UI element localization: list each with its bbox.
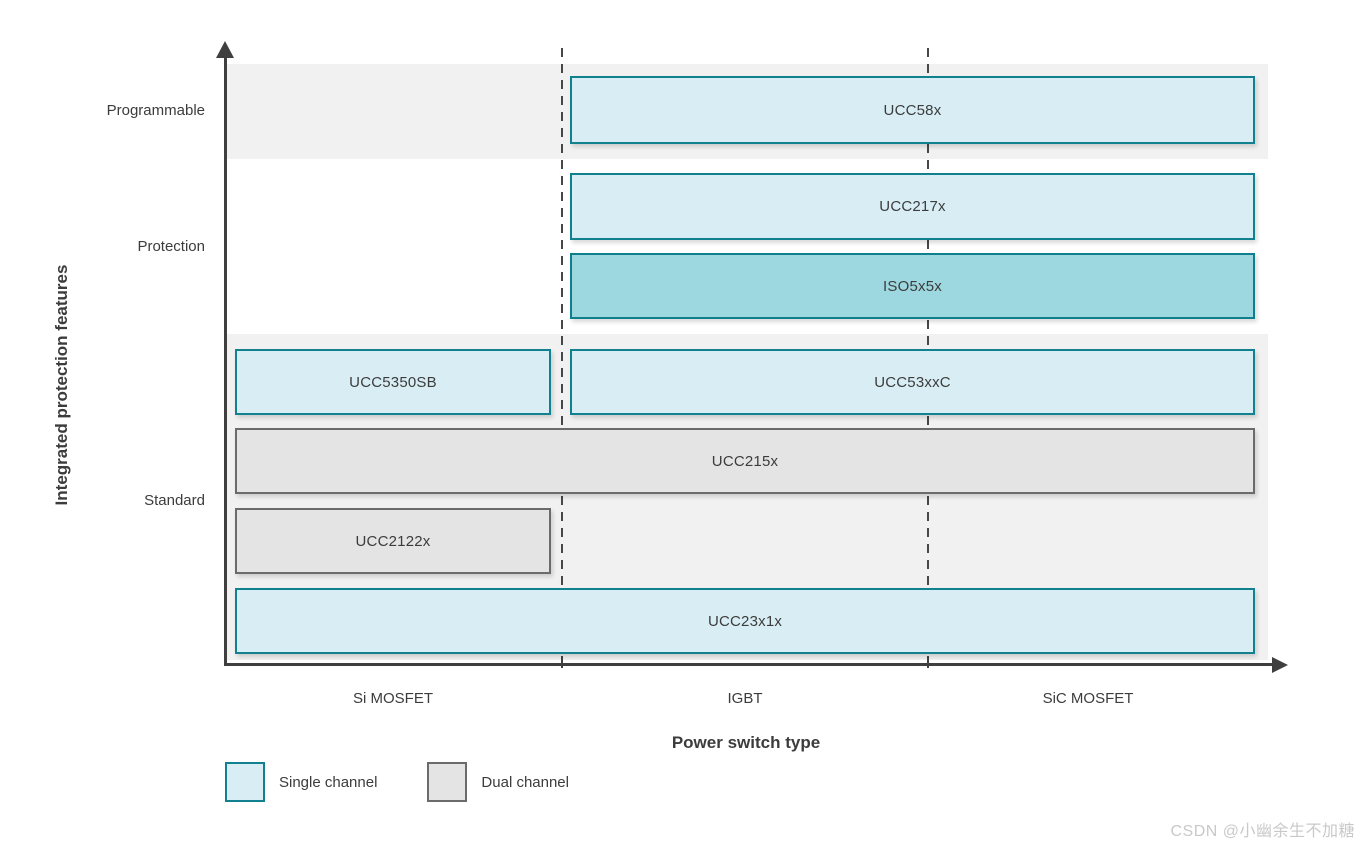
x-axis-title: Power switch type bbox=[671, 733, 821, 752]
product-bar: UCC2122x bbox=[235, 508, 551, 574]
legend-item: Dual channel bbox=[427, 762, 569, 802]
legend: Single channel Dual channel bbox=[225, 762, 569, 802]
product-bar: UCC5350SB bbox=[235, 349, 551, 415]
x-category-label: Si MOSFET bbox=[352, 690, 434, 707]
y-axis-arrow-icon bbox=[216, 41, 234, 58]
watermark-text: CSDN @小幽余生不加糖 bbox=[1170, 823, 1355, 840]
product-bar: UCC58x bbox=[570, 76, 1255, 144]
y-axis-line bbox=[224, 45, 227, 665]
product-bar: UCC23x1x bbox=[235, 588, 1255, 654]
x-axis-tick bbox=[927, 656, 929, 668]
legend-swatch-icon bbox=[427, 762, 468, 802]
product-bar: UCC215x bbox=[235, 428, 1255, 494]
column-separator-igbt bbox=[561, 48, 563, 660]
y-axis-title: Integrated protection features bbox=[52, 264, 71, 506]
legend-label: Dual channel bbox=[481, 773, 569, 791]
legend-swatch-icon bbox=[225, 762, 265, 802]
product-bar: UCC53xxC bbox=[570, 349, 1255, 415]
y-category-label: Protection bbox=[137, 238, 205, 255]
x-category-label: IGBT bbox=[727, 690, 763, 707]
x-axis-line bbox=[224, 663, 1274, 666]
x-category-label: SiC MOSFET bbox=[1042, 690, 1134, 707]
legend-label: Single channel bbox=[279, 773, 378, 791]
x-axis-tick bbox=[561, 656, 563, 668]
x-axis-arrow-icon bbox=[1272, 657, 1288, 673]
product-bar: ISO5x5x bbox=[570, 253, 1255, 319]
y-category-label: Programmable bbox=[106, 102, 205, 119]
y-category-label: Standard bbox=[144, 492, 205, 509]
legend-item: Single channel bbox=[225, 762, 377, 802]
product-bar: UCC217x bbox=[570, 173, 1255, 240]
